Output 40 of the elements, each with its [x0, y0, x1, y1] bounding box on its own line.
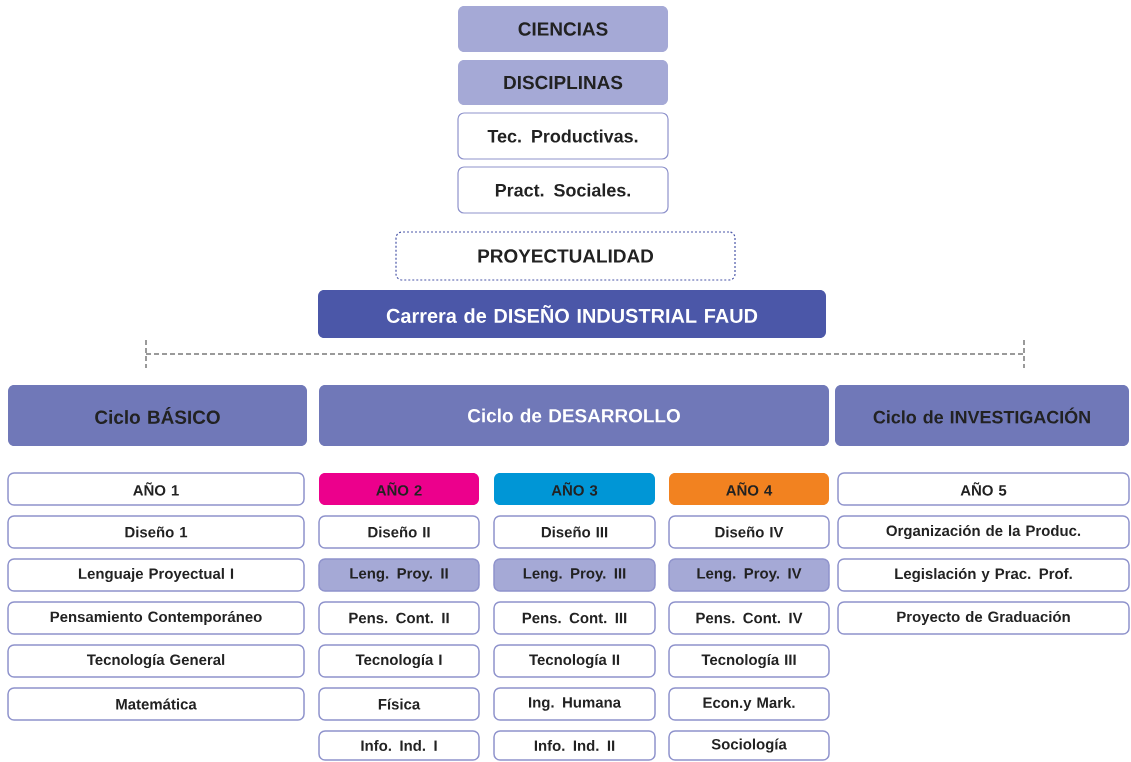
- year-box: AÑO 1: [7, 472, 305, 506]
- year-box: AÑO 5: [837, 472, 1130, 506]
- cycle-header: Ciclo de INVESTIGACIÓN: [835, 385, 1129, 446]
- year-box: AÑO 2: [319, 473, 479, 505]
- subject-box: Sociología: [668, 730, 830, 761]
- subject-box: Pens. Cont. III: [493, 601, 656, 635]
- dashed-box: PROYECTUALIDAD: [395, 231, 736, 281]
- subject-box: Leng. Proy. II: [318, 558, 480, 592]
- subject-box: Econ.y Mark.: [668, 687, 830, 721]
- subject-box: Proyecto de Graduación: [837, 601, 1130, 635]
- subject-box: Pens. Cont. IV: [668, 601, 830, 635]
- category-box: Pract. Sociales.: [457, 166, 669, 214]
- category-box: CIENCIAS: [458, 6, 668, 52]
- title-box: Carrera de DISEÑO INDUSTRIAL FAUD: [318, 290, 826, 338]
- subject-box: Pens. Cont. II: [318, 601, 480, 635]
- subject-box: Pensamiento Contemporáneo: [7, 601, 305, 635]
- cycle-header: Ciclo BÁSICO: [8, 385, 307, 446]
- category-box: DISCIPLINAS: [458, 60, 668, 105]
- subject-box: Tecnología III: [668, 644, 830, 678]
- subject-box: Leng. Proy. III: [493, 558, 656, 592]
- subject-box: Diseño 1: [7, 515, 305, 549]
- subject-box: Diseño IV: [668, 515, 830, 549]
- subject-box: Ing. Humana: [493, 687, 656, 721]
- subject-box: Legislación y Prac. Prof.: [837, 558, 1130, 592]
- subject-box: Lenguaje Proyectual I: [7, 558, 305, 592]
- subject-box: Física: [318, 687, 480, 721]
- subject-box: Leng. Proy. IV: [668, 558, 830, 592]
- subject-box: Diseño III: [493, 515, 656, 549]
- subject-box: Matemática: [7, 687, 305, 721]
- subject-box: Info. Ind. I: [318, 730, 480, 761]
- category-box: Tec. Productivas.: [457, 112, 669, 160]
- subject-box: Organización de la Produc.: [837, 515, 1130, 549]
- subject-box: Tecnología II: [493, 644, 656, 678]
- subject-box: Tecnología I: [318, 644, 480, 678]
- cycle-header: Ciclo de DESARROLLO: [319, 385, 829, 446]
- subject-box: Info. Ind. II: [493, 730, 656, 761]
- subject-box: Diseño II: [318, 515, 480, 549]
- year-box: AÑO 3: [494, 473, 655, 505]
- year-box: AÑO 4: [669, 473, 829, 505]
- subject-box: Tecnología General: [7, 644, 305, 678]
